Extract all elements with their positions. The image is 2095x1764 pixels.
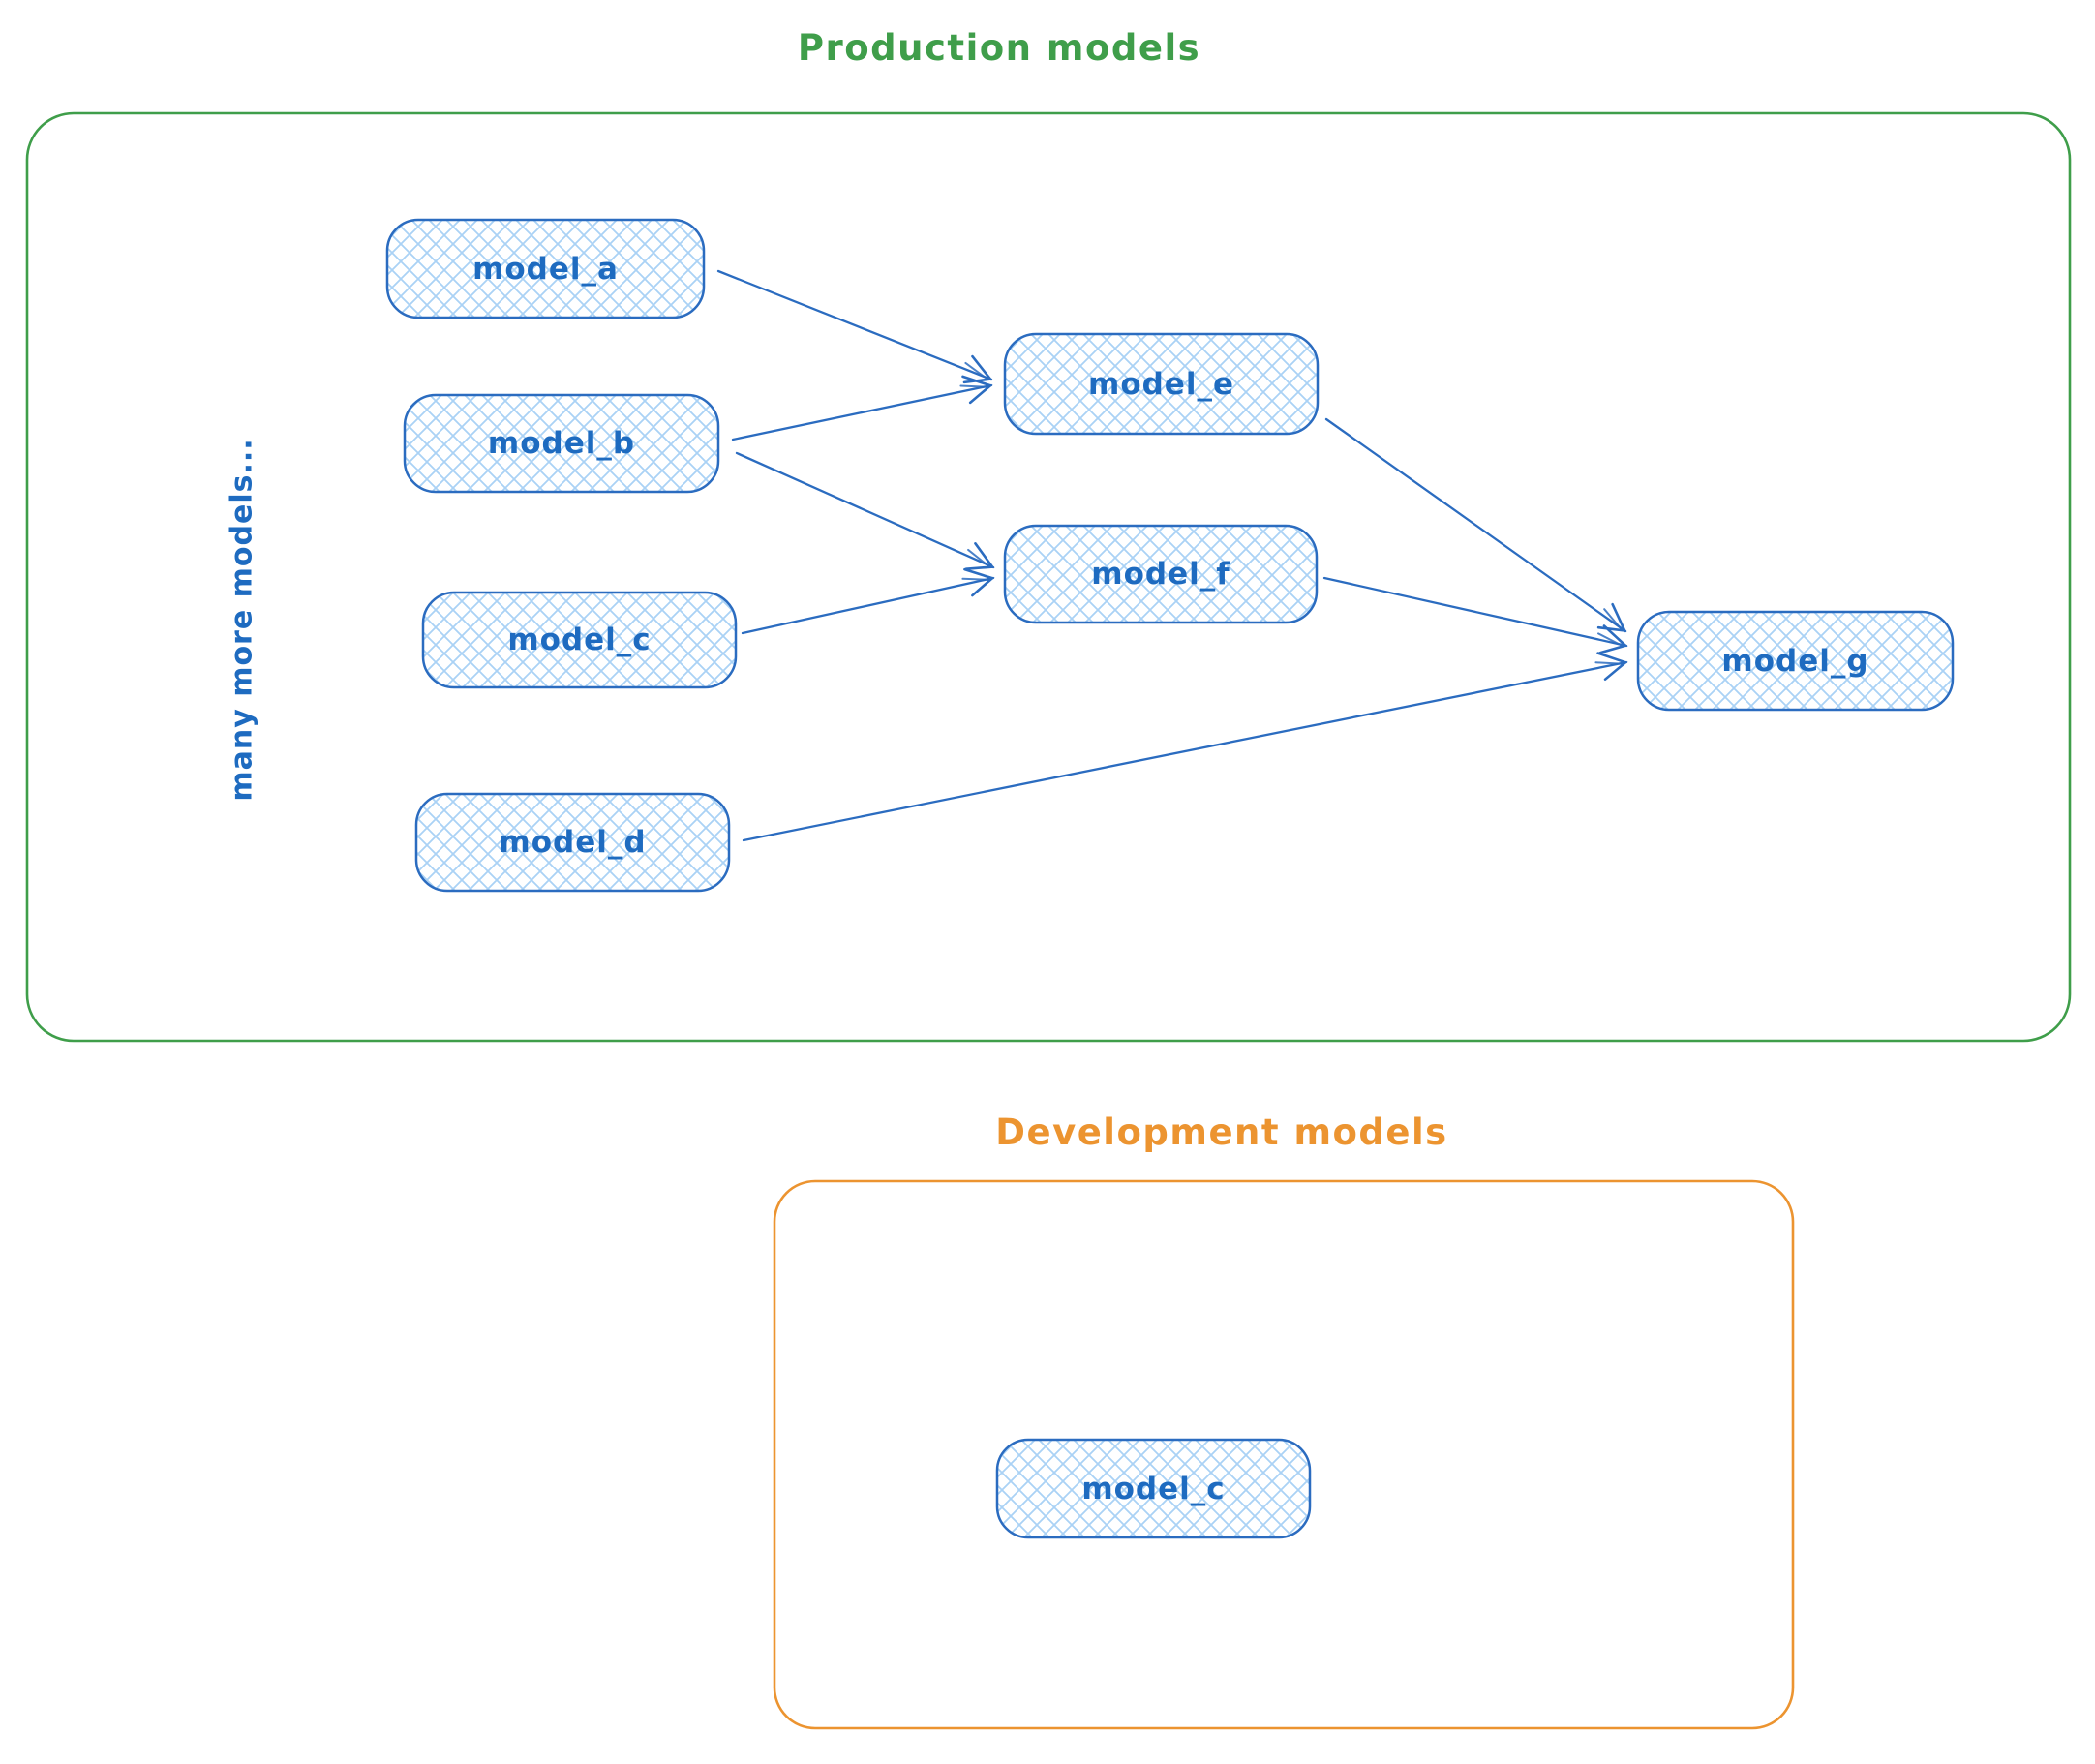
node-model_f-label: model_f: [1091, 557, 1230, 592]
node-model_e-box: [1003, 332, 1320, 436]
side-note-many-more-models: many more models...: [225, 438, 259, 802]
arrow-model_a-to-model_e: [716, 269, 993, 384]
nodes: [385, 218, 1955, 1539]
node-model_c-box: [421, 591, 738, 689]
node-model_b-box: [403, 393, 720, 494]
arrow-model_f-to-model_g: [1322, 576, 1628, 654]
node-model_a-label: model_a: [472, 251, 619, 287]
edges: [716, 269, 1628, 842]
node-model_e-label: model_e: [1088, 366, 1234, 402]
node-model_g-label: model_g: [1721, 643, 1869, 679]
arrow-model_d-to-model_g: [742, 652, 1628, 842]
arrow-model_e-to-model_g: [1324, 417, 1627, 633]
node-model_c-label: model_c: [507, 623, 652, 657]
node-model_g-box: [1636, 610, 1955, 712]
production-container: [25, 111, 2072, 1043]
development-title: Development models: [995, 1111, 1448, 1153]
arrow-model_c-to-model_f: [741, 567, 995, 635]
node-model_d-label: model_d: [499, 825, 647, 860]
arrow-model_b-to-model_f: [735, 451, 995, 571]
development-container: [773, 1179, 1795, 1730]
node-model_c-dev-box: [995, 1438, 1312, 1539]
node-model_f-box: [1003, 524, 1319, 624]
node-model_d-box: [414, 792, 731, 893]
production-title: Production models: [797, 27, 1201, 69]
node-model_a-box: [385, 218, 706, 319]
node-model_b-label: model_b: [487, 426, 636, 461]
arrow-model_b-to-model_e: [731, 375, 993, 441]
node-model_c-dev-label: model_c: [1081, 1471, 1226, 1506]
